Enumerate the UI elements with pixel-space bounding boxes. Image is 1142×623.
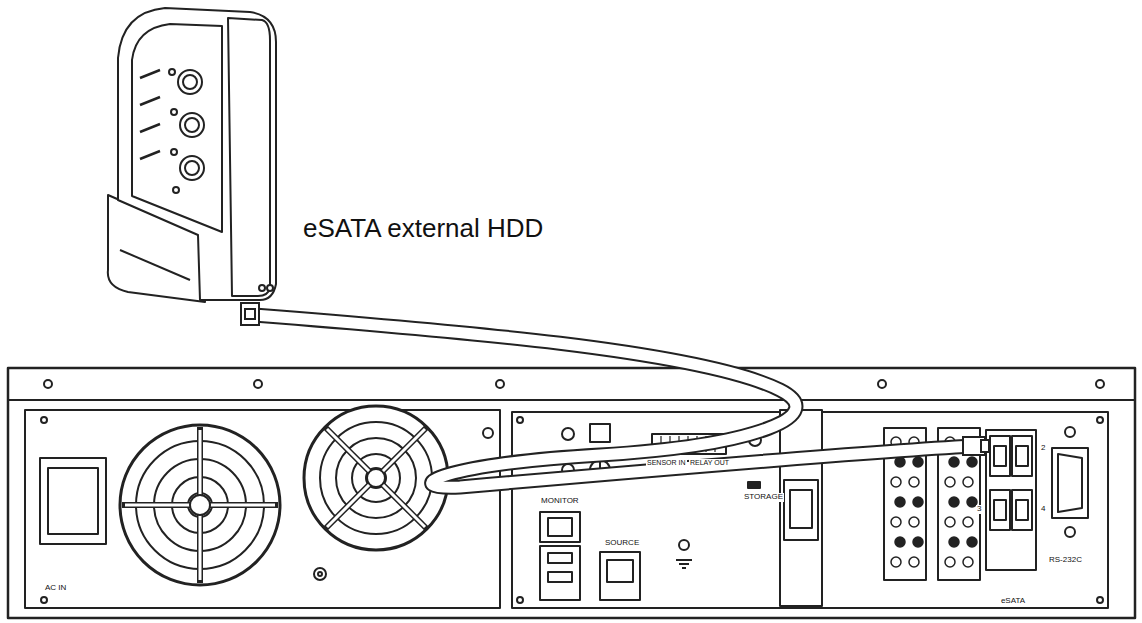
esata-ports [986,430,1036,570]
esata-port-block: eSATA [985,428,1041,610]
hdd-body [118,8,276,300]
port-label: MONITOR [540,497,580,506]
port-label: RS-232C [1048,556,1083,565]
network-module [780,410,822,606]
callout-number: 2 [1040,444,1046,453]
db9-port [1052,427,1088,537]
dvr-chassis [8,368,1135,618]
callout-number: 4 [1040,505,1046,514]
terminal-label: SENSOR IN [646,459,687,467]
device-label: eSATA external HDD [303,213,543,244]
port-label: STORAGE [743,493,784,502]
fan-grill [120,425,280,585]
hdd-bezel [228,18,270,296]
terminal-label: RELAY OUT [689,459,730,467]
callout-number: 3 [976,505,982,514]
esata-cable [241,303,989,487]
port-label: eSATA [985,596,1041,605]
hdd-unit: eSATA external HDD [100,5,580,315]
ac-inlet [40,458,106,544]
hdd-front-panel [132,24,222,232]
port-label: SOURCE [604,539,640,548]
port-label: AC IN [44,584,67,593]
